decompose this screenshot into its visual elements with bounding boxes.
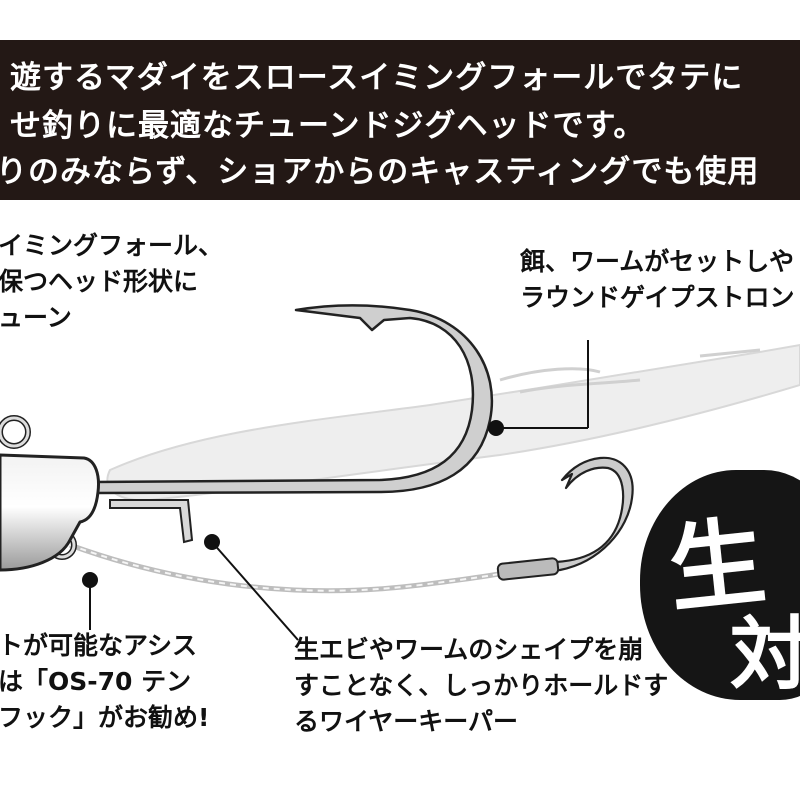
headline-line-3: りのみならず、ショアからのキャスティングでも使用 xyxy=(0,154,760,190)
callout-line: イミングフォール、 xyxy=(0,231,224,260)
main-hook xyxy=(93,304,494,495)
callout-line: ューン xyxy=(0,303,72,332)
leader-dot-bottom-left xyxy=(82,572,98,588)
bait-texture xyxy=(499,348,761,394)
headline-line-1: 遊するマダイをスロースイミングフォールでタテに xyxy=(10,60,744,96)
assist-hook-coil xyxy=(496,557,560,581)
callout-line: は「OS-70 テン xyxy=(0,667,192,696)
leader-dot-bottom-mid xyxy=(204,534,220,550)
assist-line-braid xyxy=(69,544,511,592)
callout-line: 保つヘッド形状に xyxy=(0,267,199,296)
callout-line: 生エビやワームのシェイプを崩 xyxy=(294,635,644,664)
callout-wire-keeper: 生エビやワームのシェイプを崩 すことなく、しっかりホールドす るワイヤーキーパー xyxy=(294,632,668,740)
callout-line: フック」がお勧め! xyxy=(0,703,210,732)
leader-line-bottom-mid xyxy=(211,541,299,641)
brush-badge xyxy=(640,470,800,700)
callout-line: トが可能なアシス xyxy=(0,631,198,660)
wire-keeper xyxy=(109,499,194,544)
callout-line: るワイヤーキーパー xyxy=(294,707,519,736)
leader-dot-top-right xyxy=(488,420,504,436)
callout-line: ラウンドゲイプストロン xyxy=(520,283,795,312)
headline-line-2: せ釣りに最適なチューンドジグヘッドです。 xyxy=(10,108,646,144)
headline-banner: 遊するマダイをスロースイミングフォールでタテに せ釣りに最適なチューンドジグヘッ… xyxy=(0,40,800,200)
assist-hook xyxy=(498,456,634,576)
callout-assist-hook: トが可能なアシス は「OS-70 テン フック」がお勧め! xyxy=(0,628,209,736)
bait-silhouette xyxy=(106,343,800,502)
callout-line: すことなく、しっかりホールドす xyxy=(294,671,669,700)
badge-char-2: 対 xyxy=(730,607,800,701)
callout-hook-gape: 餌、ワームがセットしや ラウンドゲイプストロン xyxy=(520,244,795,316)
jighead-illustration xyxy=(0,304,800,641)
jig-head xyxy=(0,453,100,572)
assist-line xyxy=(69,542,511,594)
callout-head-shape: イミングフォール、 保つヘッド形状に ューン xyxy=(0,228,223,336)
callout-line: 餌、ワームがセットしや xyxy=(520,247,795,276)
